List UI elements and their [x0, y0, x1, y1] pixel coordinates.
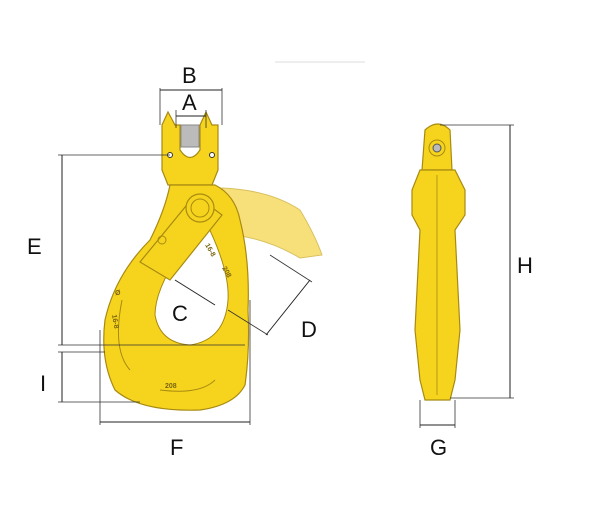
engraving-code: 208: [220, 266, 232, 280]
label-C: C: [172, 301, 188, 326]
clevis-pin-slot: [180, 124, 200, 148]
label-F: F: [170, 435, 183, 460]
side-pin: [432, 143, 442, 153]
hook-side-view: [411, 123, 466, 401]
hinge-pin-inner: [190, 198, 210, 218]
hinge-pin: [185, 193, 215, 223]
label-A: A: [182, 90, 197, 115]
clevis-hole-right: [209, 152, 215, 158]
latch-open: [221, 187, 323, 259]
label-B: B: [182, 63, 197, 88]
label-I: I: [40, 371, 46, 396]
dim-line-D: [265, 279, 311, 336]
engraving-symbol: Ø: [115, 290, 121, 297]
label-D: D: [301, 317, 317, 342]
label-E: E: [27, 234, 42, 259]
dim-line-C: [174, 279, 216, 306]
engraving-grade-2: 16-8: [110, 314, 119, 329]
groove-bottom: [159, 379, 216, 392]
label-H: H: [517, 253, 533, 278]
dimension-lines: [58, 88, 514, 428]
hook-clevis: [161, 110, 219, 186]
side-body: [411, 169, 466, 401]
groove-left: [117, 299, 131, 371]
latch-hole: [157, 235, 167, 245]
engraving-code-2: 208: [165, 383, 177, 390]
hook-front-view: 16-8 208 16-8 208 Ø: [103, 110, 323, 411]
label-G: G: [430, 435, 447, 460]
